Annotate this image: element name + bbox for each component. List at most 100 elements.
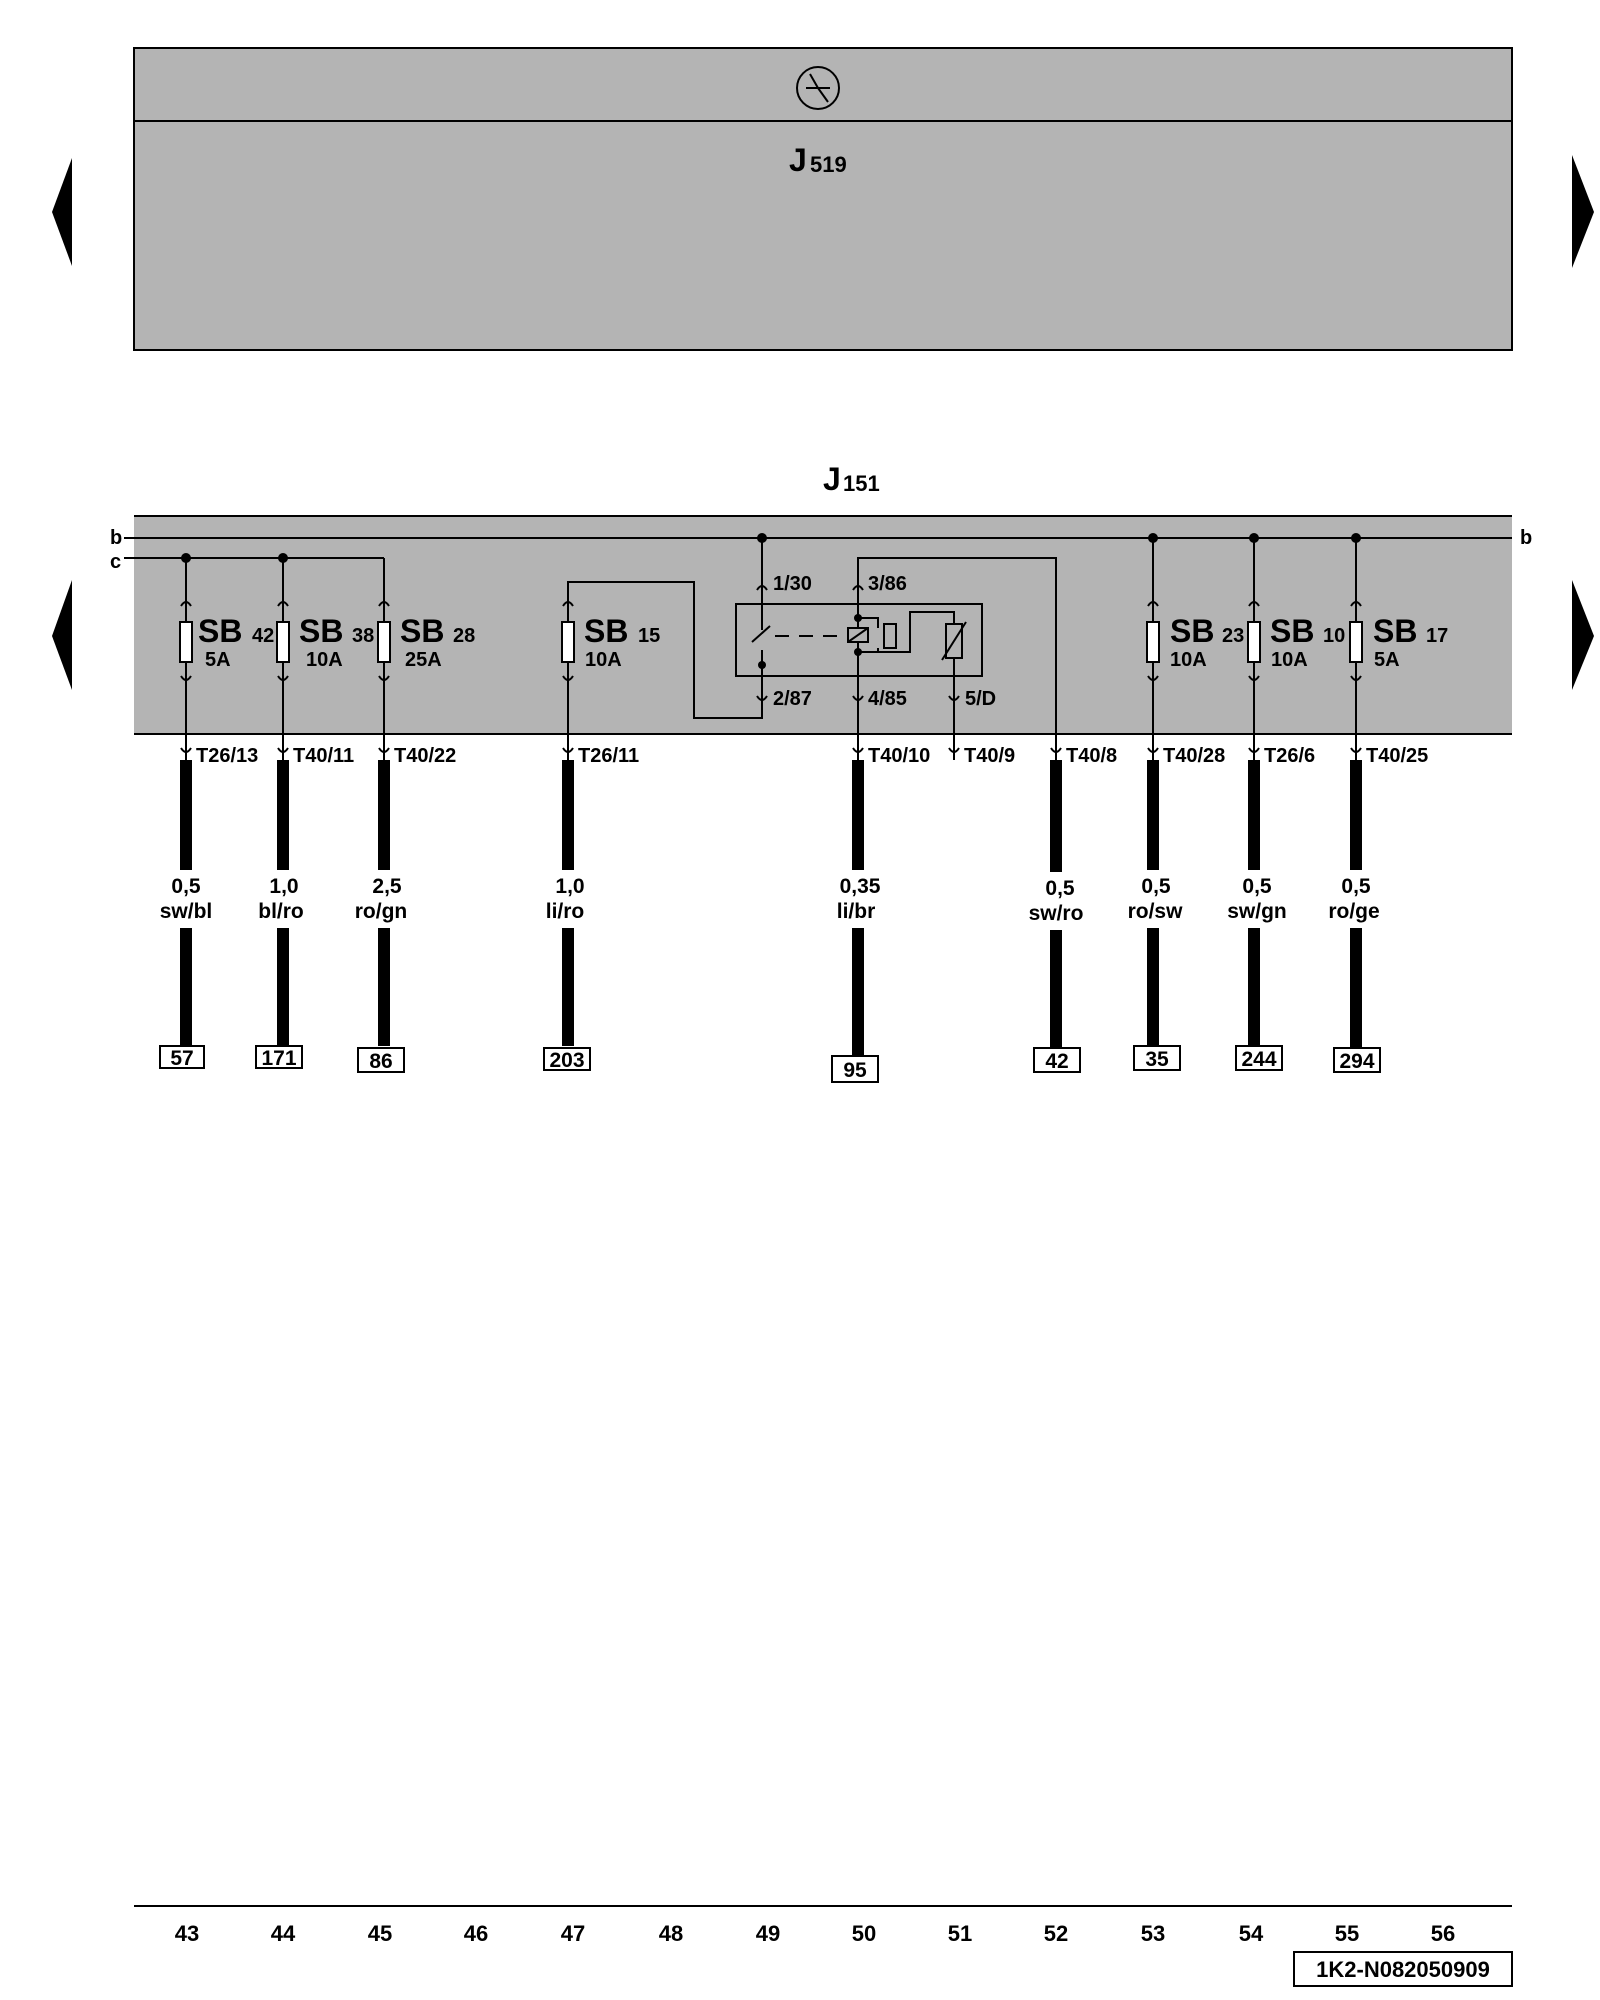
wire-size: 0,5 [1341, 875, 1371, 898]
wire-ref[interactable]: 42 [1045, 1050, 1068, 1073]
wire-203: 1,0 li/ro 203 [543, 760, 591, 1072]
wire-ref[interactable]: 171 [261, 1047, 296, 1070]
wire-ref[interactable]: 35 [1145, 1048, 1169, 1071]
connector-label: T40/11 [293, 745, 354, 767]
fuse-name: SB [400, 613, 444, 649]
fuse-amp: 5A [205, 649, 231, 671]
fuse-sb42: SB 42 5A [179, 553, 274, 760]
connector-label: T26/11 [578, 745, 639, 767]
wire-color: bl/ro [258, 900, 304, 923]
fuse-num: 42 [252, 625, 274, 647]
connector-label: T40/10 [868, 745, 930, 767]
connector-label: T26/6 [1264, 745, 1315, 767]
track-number: 56 [1431, 1921, 1455, 1946]
wire-color: ro/gn [355, 900, 408, 923]
fuse-amp: 5A [1374, 649, 1400, 671]
wire-ref[interactable]: 86 [369, 1050, 392, 1073]
relay-pin-1-30: 1/30 [773, 573, 812, 595]
wire-size: 0,35 [840, 875, 881, 898]
wire-ref[interactable]: 294 [1339, 1050, 1374, 1073]
wire-86: 2,5 ro/gn 86 [355, 760, 408, 1073]
fuse-name: SB [198, 613, 242, 649]
track-number: 47 [561, 1921, 585, 1946]
wire-244: 0,5 sw/gn 244 [1227, 760, 1287, 1071]
wire-ref[interactable]: 244 [1241, 1048, 1276, 1071]
fuse-name: SB [1270, 613, 1314, 649]
track-number: 43 [175, 1921, 199, 1946]
fuse-amp: 10A [1271, 649, 1308, 671]
prev-page-arrow-icon[interactable] [52, 158, 72, 266]
fuse-num: 17 [1426, 625, 1448, 647]
fuse-name: SB [584, 613, 628, 649]
wire-57: 0,5 sw/bl 57 [159, 760, 213, 1070]
connector-label: T40/25 [1366, 745, 1428, 767]
fuse-num: 38 [352, 625, 374, 647]
top-unit-sub: 519 [810, 152, 847, 177]
track-number: 54 [1239, 1921, 1264, 1946]
ground-symbol-icon [796, 66, 840, 110]
relay-pin-3-86: 3/86 [868, 573, 907, 595]
wire-color: sw/bl [160, 900, 213, 923]
connector-label: T40/8 [1066, 745, 1117, 767]
rail-b-left: b [110, 527, 122, 549]
doc-id-box [1293, 1951, 1513, 1987]
wire-color: sw/ro [1029, 902, 1084, 925]
fuse-name: SB [1170, 613, 1214, 649]
wire-size: 0,5 [1242, 875, 1272, 898]
fuse-amp: 25A [405, 649, 442, 671]
fuse-relay-panel-j151 [134, 515, 1512, 735]
wire-ref[interactable]: 57 [170, 1047, 193, 1070]
wire-color: ro/sw [1128, 900, 1184, 923]
connector-label: T40/9 [964, 745, 1015, 767]
connector-label: T40/28 [1163, 745, 1225, 767]
fuse-num: 23 [1222, 625, 1244, 647]
track-number: 51 [948, 1921, 972, 1946]
track-number: 50 [852, 1921, 876, 1946]
fuse-amp: 10A [585, 649, 622, 671]
top-unit-label: J [789, 142, 807, 178]
wire-size: 2,5 [372, 875, 402, 898]
track-number: 45 [368, 1921, 392, 1946]
fuse-amp: 10A [1170, 649, 1207, 671]
relay-pin-4-85: 4/85 [868, 688, 907, 710]
wire-42: 0,5 sw/ro 42 [1029, 760, 1084, 1073]
next-page-arrow-icon[interactable] [1572, 155, 1594, 268]
relay-block: 1/30 2/87 3/86 4/85 5/D [735, 533, 1057, 760]
track-number: 44 [271, 1921, 296, 1946]
track-number: 55 [1335, 1921, 1359, 1946]
wire-size: 0,5 [1141, 875, 1171, 898]
track-number: 53 [1141, 1921, 1165, 1946]
track-number: 49 [756, 1921, 780, 1946]
track-number: 46 [464, 1921, 488, 1946]
wire-35: 0,5 ro/sw 35 [1128, 760, 1184, 1071]
wire-95: 0,35 li/br 95 [831, 760, 881, 1083]
wire-color: sw/gn [1227, 900, 1287, 923]
rail-b-right: b [1520, 527, 1532, 549]
wire-color: li/ro [546, 900, 585, 923]
fuse-sb17: SB 17 5A [1349, 533, 1448, 760]
fuse-amp: 10A [306, 649, 343, 671]
next-section-arrow-icon[interactable] [1572, 580, 1594, 690]
fuse-sb38: SB 38 10A [276, 553, 374, 760]
track-number: 48 [659, 1921, 683, 1946]
wire-size: 0,5 [1045, 877, 1075, 900]
doc-id: 1K2-N082050909 [1316, 1957, 1490, 1982]
wire-size: 1,0 [555, 875, 584, 898]
relay-pin-5-d: 5/D [965, 688, 996, 710]
wire-ref[interactable]: 95 [843, 1059, 867, 1082]
wire-size: 0,5 [171, 875, 201, 898]
top-unit-j519: J 519 [133, 47, 1513, 351]
connector-pins [180, 747, 1362, 753]
track-numbers: 43 44 45 46 47 48 49 50 51 52 53 54 55 5… [175, 1921, 1455, 1946]
connector-labels: T26/13 T40/11 T40/22 T26/11 T40/10 T40/9… [196, 745, 1428, 767]
wire-color: li/br [837, 900, 876, 923]
wire-ref[interactable]: 203 [549, 1049, 584, 1072]
connector-label: T40/22 [394, 745, 456, 767]
fuse-sb23: SB 23 10A [1146, 533, 1244, 760]
fuse-name: SB [299, 613, 343, 649]
prev-section-arrow-icon[interactable] [52, 580, 72, 690]
mid-unit-label: J [823, 461, 841, 497]
connector-label: T26/13 [196, 745, 258, 767]
fuse-sb28: SB 28 25A [377, 601, 475, 760]
rail-c-left: c [110, 551, 121, 573]
